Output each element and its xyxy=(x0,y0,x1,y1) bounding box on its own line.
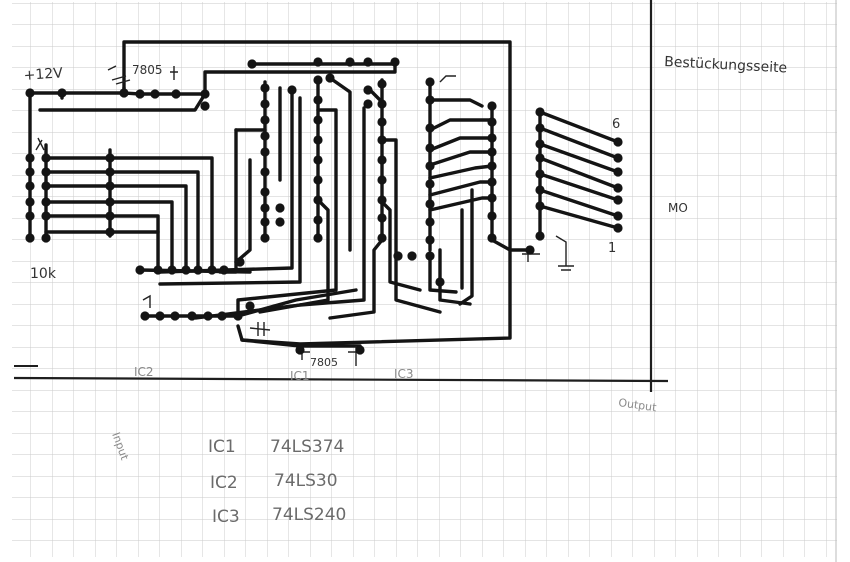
graph-paper xyxy=(12,2,837,557)
connector-pin-one-label: 1 xyxy=(608,241,616,256)
bom-list: IC1 74LS374 IC2 74LS30 IC3 74LS240 xyxy=(208,437,346,527)
ic1-mark: IC1 xyxy=(290,369,310,383)
voltage-label: +12V xyxy=(23,65,64,84)
bom-part-ic2: 74LS30 xyxy=(274,471,338,491)
board-horizontal-edge xyxy=(13,376,669,383)
regulator-top-label: 7805 xyxy=(132,63,163,77)
pcb-pads xyxy=(25,57,623,355)
bom-part-ic1: 74LS374 xyxy=(270,437,344,457)
bom-part-ic3: 74LS240 xyxy=(272,505,346,525)
connector-pin-six-label: 6 xyxy=(612,117,620,132)
output-label: Output xyxy=(618,396,658,414)
ic3-mark: IC3 xyxy=(394,367,414,381)
connector-side-label: MO xyxy=(668,201,688,215)
bom-ref-ic2: IC2 xyxy=(210,473,238,493)
resistor-label: 10k xyxy=(30,266,57,282)
bom-ref-ic3: IC3 xyxy=(212,507,240,527)
regulator-bottom-label: 7805 xyxy=(310,356,338,369)
component-side-label: Bestückungsseite xyxy=(664,54,788,76)
bom-ref-ic1: IC1 xyxy=(208,437,236,457)
ic2-mark: IC2 xyxy=(134,365,154,379)
